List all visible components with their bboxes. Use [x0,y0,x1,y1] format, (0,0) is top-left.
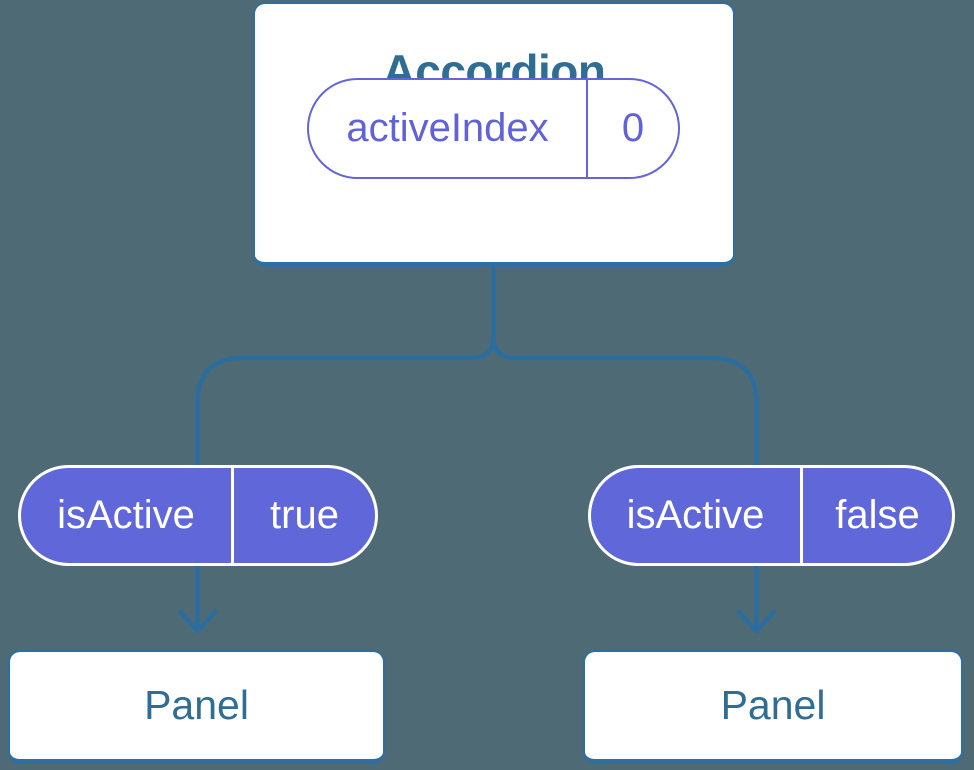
accordion-node: Accordion activeIndex 0 [253,2,735,267]
state-pill-value: 0 [621,106,645,150]
panel-node-title: Panel [144,682,249,728]
arrow-down-left-icon [177,565,218,634]
panel-node-right: Panel [583,650,963,764]
panel-node-left: Panel [8,650,385,764]
prop-pill-label: isActive [591,468,803,563]
prop-pill-value: true [270,493,339,537]
panel-node-title: Panel [720,682,826,728]
prop-pill-isactive-true: isActive true [18,465,378,566]
state-pill-label: activeIndex [309,80,588,177]
prop-pill-isactive-false: isActive false [588,465,955,566]
arrow-down-right-icon [736,565,777,634]
branch-left-line [195,334,496,471]
branch-right-line [491,334,759,471]
prop-pill-label: isActive [21,468,234,563]
state-pill: activeIndex 0 [307,78,680,179]
prop-pill-value: false [835,493,920,537]
